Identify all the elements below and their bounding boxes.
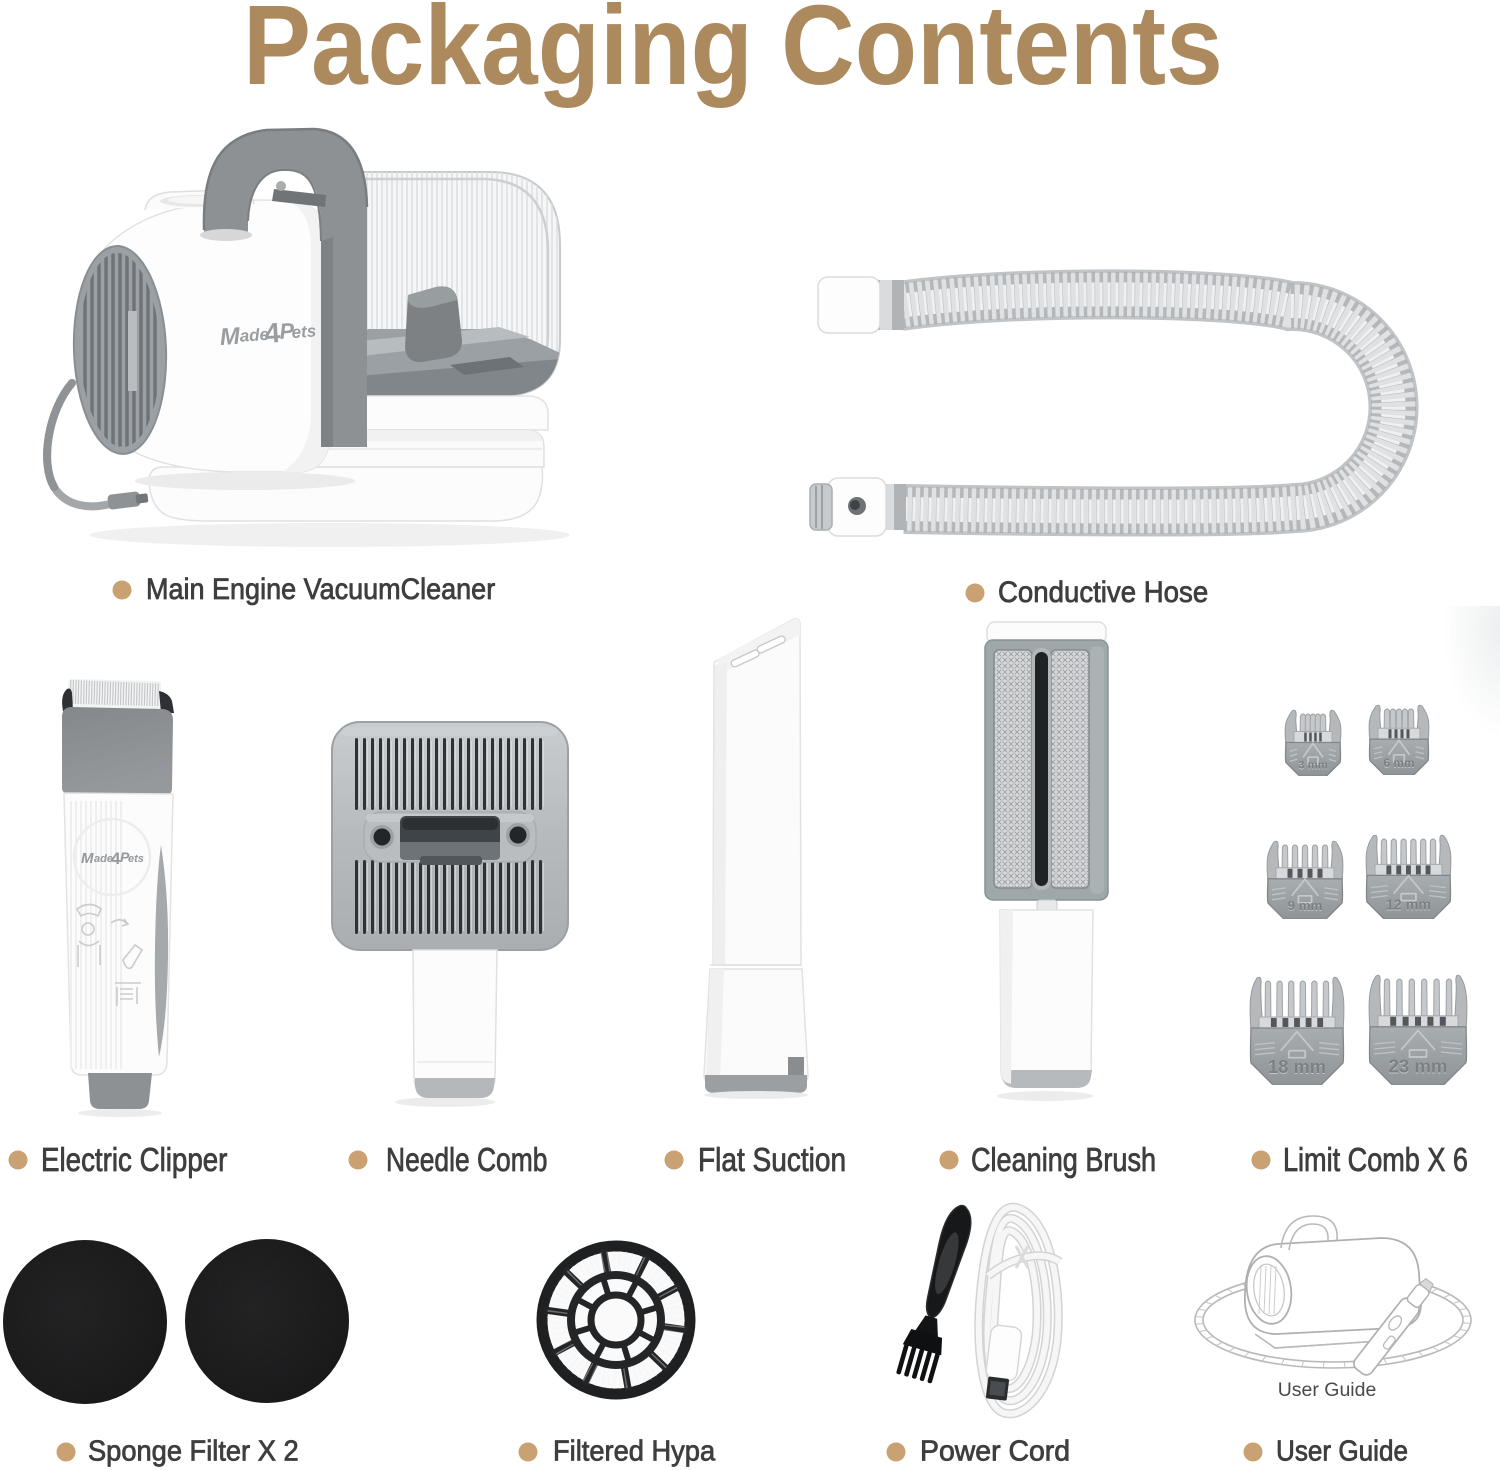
svg-text:4: 4 bbox=[111, 849, 121, 868]
svg-text:18 mm: 18 mm bbox=[1268, 1056, 1326, 1077]
svg-text:12 mm: 12 mm bbox=[1386, 899, 1431, 915]
svg-text:9 mm: 9 mm bbox=[1288, 898, 1323, 913]
svg-text:6 mm: 6 mm bbox=[1383, 757, 1414, 771]
svg-text:23 mm: 23 mm bbox=[1389, 1057, 1448, 1078]
svg-text:ets: ets bbox=[291, 321, 317, 342]
svg-text:P: P bbox=[279, 318, 296, 344]
svg-text:M: M bbox=[81, 850, 94, 867]
svg-text:3 mm: 3 mm bbox=[1298, 760, 1328, 772]
svg-text:User Guide: User Guide bbox=[1278, 1379, 1377, 1401]
svg-text:3 mm: 3 mm bbox=[1298, 761, 1328, 773]
svg-text:23 mm: 23 mm bbox=[1389, 1056, 1448, 1077]
svg-text:18 mm: 18 mm bbox=[1268, 1057, 1326, 1078]
svg-text:ade: ade bbox=[94, 853, 113, 865]
svg-text:P: P bbox=[120, 849, 130, 865]
svg-text:ets: ets bbox=[128, 853, 144, 865]
svg-text:9 mm: 9 mm bbox=[1288, 899, 1323, 914]
svg-text:M: M bbox=[219, 323, 242, 351]
svg-text:ade: ade bbox=[239, 325, 270, 346]
svg-text:6 mm: 6 mm bbox=[1383, 756, 1414, 770]
svg-text:12 mm: 12 mm bbox=[1386, 898, 1431, 914]
svg-text:4: 4 bbox=[264, 317, 282, 349]
